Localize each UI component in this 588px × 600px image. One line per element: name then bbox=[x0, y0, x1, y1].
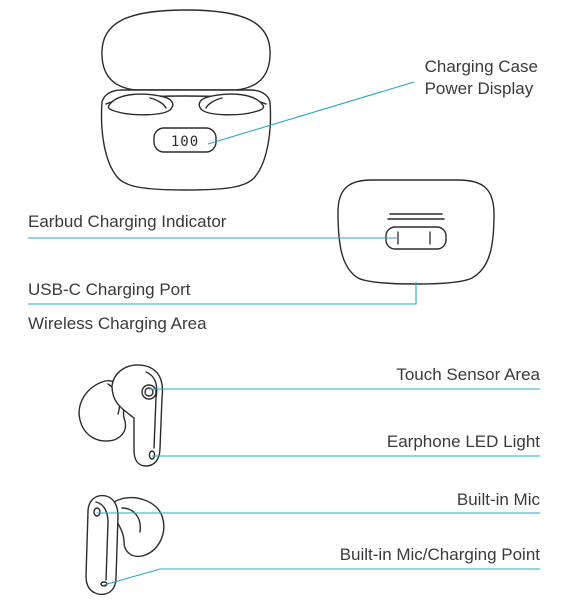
leader-power-display bbox=[207, 81, 415, 145]
right-bud-slot bbox=[198, 93, 265, 116]
label-built-in-mic: Built-in Mic bbox=[456, 490, 540, 509]
built-in-mic-hole bbox=[93, 507, 101, 517]
case-lid bbox=[101, 9, 271, 91]
label-charging-case: Charging Case bbox=[424, 57, 538, 76]
earbud-stem bbox=[85, 494, 119, 596]
label-earphone-led-light: Earphone LED Light bbox=[386, 432, 540, 451]
earbud-side-view bbox=[78, 364, 164, 467]
charging-case-open bbox=[100, 9, 272, 191]
label-built-in-mic-charging-point: Built-in Mic/Charging Point bbox=[339, 545, 540, 564]
ear-tip-inner bbox=[112, 497, 165, 558]
label-touch-sensor-area: Touch Sensor Area bbox=[396, 365, 540, 384]
label-power-display: Power Display bbox=[424, 79, 534, 98]
leader-lines bbox=[28, 81, 540, 586]
label-earbud-charging-indicator: Earbud Charging Indicator bbox=[28, 212, 227, 231]
case-display-digits: 100 bbox=[171, 134, 199, 150]
touch-sensor-area bbox=[141, 384, 157, 400]
label-usb-c-charging-port: USB-C Charging Port bbox=[28, 280, 191, 299]
left-bud-slot bbox=[107, 93, 174, 116]
earphone-led-light bbox=[148, 450, 156, 460]
label-charging-case-power-display: Charging Case Power Display bbox=[425, 56, 538, 100]
leader-mic-charging-point bbox=[103, 568, 540, 586]
leader-usb-c bbox=[28, 282, 417, 305]
earbud-inner-view bbox=[85, 494, 165, 596]
case-power-display bbox=[153, 127, 217, 153]
charging-case-closed bbox=[337, 179, 495, 285]
label-wireless-charging-area: Wireless Charging Area bbox=[28, 314, 207, 333]
